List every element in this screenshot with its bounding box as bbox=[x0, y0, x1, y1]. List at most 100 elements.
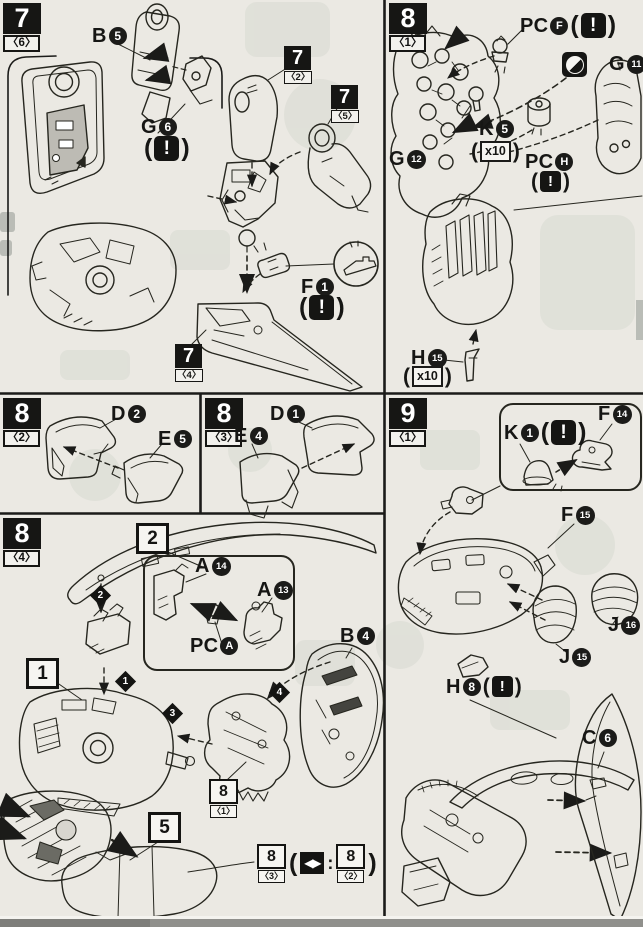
part-number-circle: 11 bbox=[626, 54, 643, 74]
part-number-circle: 1 bbox=[286, 405, 305, 423]
part-letter: H bbox=[411, 347, 426, 369]
part-number-circle: 1 bbox=[315, 278, 334, 296]
quantity-box: x10 bbox=[480, 141, 511, 162]
part-number-circle: 15 bbox=[572, 647, 592, 667]
ref-variant: 〈5〉 bbox=[331, 110, 360, 123]
paren-close: ) bbox=[607, 11, 617, 39]
part-label-h8: H 8 ( ! ) bbox=[446, 676, 522, 697]
part-label-k1: K 1 ( ! ) bbox=[504, 420, 586, 445]
part-number-circle: 6 bbox=[158, 118, 177, 136]
part-letter: E bbox=[158, 428, 172, 450]
step-header-8-1: 8 〈1〉 bbox=[389, 3, 427, 52]
ref-number: 8 bbox=[257, 844, 286, 869]
part-label-pch: PC H bbox=[525, 152, 574, 172]
mirror-ref-8-2: 8 〈2〉 bbox=[336, 844, 366, 883]
part-label-g12: G 12 bbox=[389, 149, 426, 169]
part-label-j15: J 15 bbox=[559, 646, 592, 668]
part-label-a14: A 14 bbox=[195, 556, 231, 576]
part-label-d1: D 1 bbox=[270, 404, 305, 424]
step-number: 9 bbox=[389, 398, 427, 429]
paren-close: ) bbox=[336, 293, 345, 321]
part-label-f15: F 15 bbox=[561, 505, 595, 525]
step-variant: 〈1〉 bbox=[389, 35, 427, 52]
part-letter: K bbox=[504, 421, 519, 444]
part-label-g11: G 11 bbox=[609, 54, 643, 74]
ref-number: 8 bbox=[209, 779, 238, 804]
part-number-circle: 5 bbox=[173, 430, 192, 448]
qty-note-k5: ( x10 ) bbox=[471, 141, 520, 162]
paren-open: ( bbox=[144, 134, 153, 162]
part-letter: A bbox=[195, 555, 210, 577]
step-header-7-6: 7 〈6〉 bbox=[3, 3, 41, 52]
part-label-pcf: PC F ( ! ) bbox=[520, 13, 616, 38]
caution-note-pch: ( ! ) bbox=[531, 171, 570, 192]
step8-1-art bbox=[390, 25, 643, 382]
caution-icon: ! bbox=[309, 295, 335, 320]
ref-variant: 〈4〉 bbox=[175, 369, 204, 382]
order-number: 2 bbox=[97, 589, 104, 601]
part-number-circle: 4 bbox=[249, 427, 268, 445]
qty-note-h15: ( x10 ) bbox=[403, 366, 452, 387]
sequence-badge-5: 5 bbox=[148, 812, 181, 843]
part-label-a13: A 13 bbox=[257, 580, 293, 600]
sequence-badge-1: 1 bbox=[26, 658, 59, 689]
paren-open: ( bbox=[540, 418, 550, 446]
part-letter: B bbox=[340, 625, 355, 647]
part-letter: F bbox=[598, 403, 611, 425]
paren-close: ) bbox=[514, 675, 522, 698]
quantity-box: x10 bbox=[412, 366, 443, 387]
part-letter: D bbox=[270, 403, 285, 425]
ref-variant: 〈3〉 bbox=[257, 870, 285, 883]
part-number-circle: 6 bbox=[598, 729, 617, 747]
part-letter: J bbox=[608, 614, 620, 636]
step-header-9-1: 9 〈1〉 bbox=[389, 398, 427, 447]
ref-number: 8 bbox=[336, 844, 366, 869]
step-variant: 〈3〉 bbox=[205, 430, 243, 447]
polycap-rotation-icon bbox=[562, 52, 587, 77]
sequence-badge-2: 2 bbox=[136, 523, 169, 554]
part-number-circle: 14 bbox=[612, 404, 632, 424]
part-letter: B bbox=[92, 25, 107, 47]
step9-1-art bbox=[397, 403, 642, 921]
part-letter: F bbox=[301, 276, 314, 298]
order-number: 4 bbox=[276, 686, 283, 698]
part-letter: F bbox=[561, 504, 574, 526]
mirror-arrows-icon: ◀▶ bbox=[300, 852, 325, 875]
part-number-circle: 5 bbox=[495, 120, 514, 138]
step-variant: 〈4〉 bbox=[3, 550, 41, 567]
paren-close: ) bbox=[368, 848, 377, 877]
part-letter: J bbox=[559, 646, 571, 668]
step-number: 8 bbox=[3, 398, 41, 429]
ref-variant: 〈2〉 bbox=[337, 870, 365, 883]
part-label-f14: F 14 bbox=[598, 404, 632, 424]
part-label-c6: C 6 bbox=[582, 728, 617, 748]
paren-close: ) bbox=[563, 170, 570, 193]
step-number: 8 bbox=[205, 398, 243, 429]
caution-icon: ! bbox=[540, 171, 561, 192]
part-label-f1: F 1 bbox=[301, 277, 334, 297]
part-number-circle: 1 bbox=[520, 423, 539, 442]
caution-note-f1: ( ! ) bbox=[299, 295, 345, 320]
step-ref-7-2: 7 〈2〉 bbox=[284, 46, 313, 84]
part-number-circle: 5 bbox=[108, 27, 127, 45]
part-letter: G bbox=[141, 116, 157, 138]
part-label-d2: D 2 bbox=[111, 404, 146, 424]
part-letter: E bbox=[234, 425, 248, 447]
part-letter: PC bbox=[520, 14, 549, 37]
caution-icon: ! bbox=[491, 676, 513, 697]
step-header-8-4: 8 〈4〉 bbox=[3, 518, 41, 567]
part-label-e4: E 4 bbox=[234, 426, 268, 446]
ref-number: 7 bbox=[331, 85, 358, 109]
part-number-circle: 15 bbox=[575, 505, 595, 525]
mirror-ref-8-3: 8 〈3〉 bbox=[257, 844, 286, 883]
step8-4-art bbox=[0, 521, 385, 919]
caution-icon: ! bbox=[154, 136, 180, 161]
part-label-e5: E 5 bbox=[158, 429, 192, 449]
bottom-scan-strip bbox=[0, 916, 643, 927]
paren-close: ) bbox=[578, 418, 587, 446]
step-ref-7-5: 7 〈5〉 bbox=[331, 85, 360, 123]
step-ref-7-4: 7 〈4〉 bbox=[175, 344, 204, 382]
part-label-h15: H 15 bbox=[411, 348, 447, 368]
